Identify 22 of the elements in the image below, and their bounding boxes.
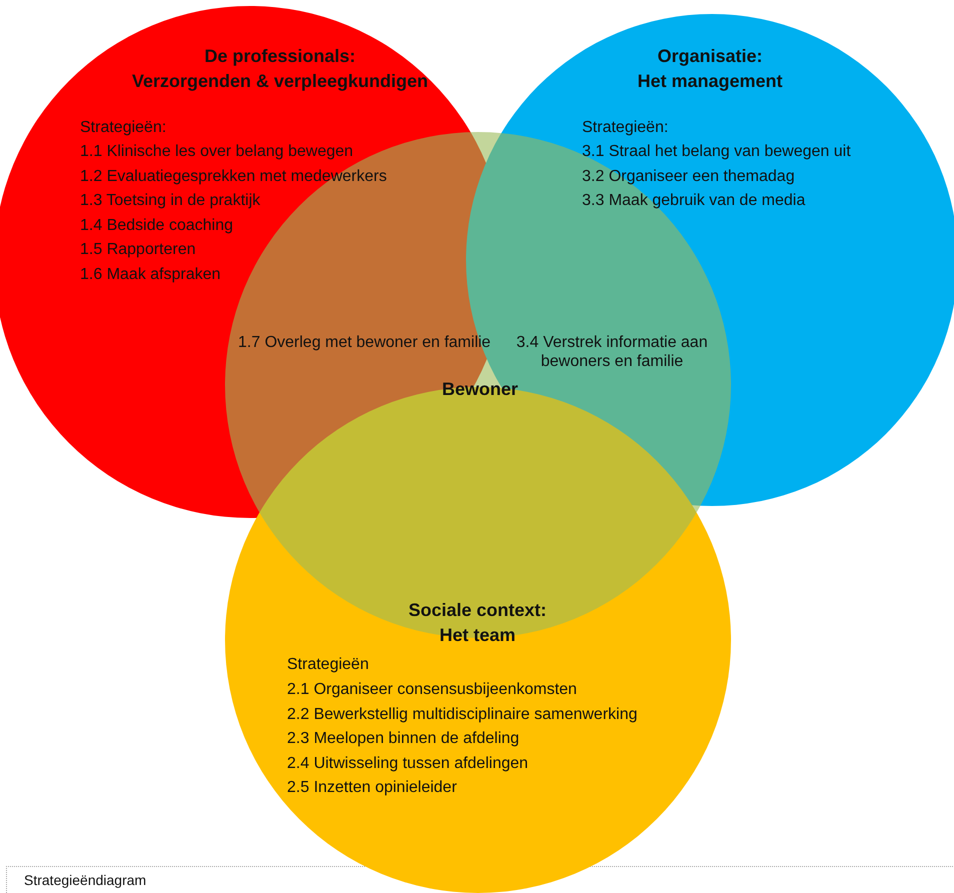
strategy-item: 1.6 Maak afspraken [80,265,222,284]
strategy-item: 3.4 Verstrek informatie aan bewoners en familie [515,333,709,371]
section-label: Strategieën: [80,118,168,137]
strategy-item: 1.5 Rapporteren [80,240,197,260]
strategy-item: 2.2 Bewerkstellig multidisciplinaire samenwerking [287,704,638,724]
strategy-item: 2.5 Inzetten opinieleider [287,778,458,798]
strategy-item: 1.1 Klinische les over belang bewegen [80,142,354,161]
strategy-item: 1.3 Toetsing in de praktijk [80,191,262,210]
strategy-item: 2.4 Uitwisseling tussen afdelingen [287,754,530,773]
strategy-item: 3.2 Organiseer een themadag [582,166,796,186]
strategy-item: 1.4 Bedside coaching [80,216,234,235]
strategy-item: 2.1 Organiseer consensusbijeenkomsten [287,680,578,699]
strategy-item: 3.3 Maak gebruik van de media [582,191,806,210]
strategy-item: 3.1 Straal het belang van bewegen uit [582,142,852,161]
circle-heading: Bewoner [440,378,520,401]
strategy-item: 2.3 Meelopen binnen de afdeling [287,729,520,748]
section-label: Strategieën: [582,118,670,137]
circle-heading: Organisatie: Het management [636,45,784,93]
circle-heading: De professionals: Verzorgenden & verpleegkundigen [130,45,430,93]
section-label: Strategieën [287,655,370,674]
caption: Strategieëndiagram [24,872,146,889]
circle-heading: Sociale context: Het team [407,599,548,647]
